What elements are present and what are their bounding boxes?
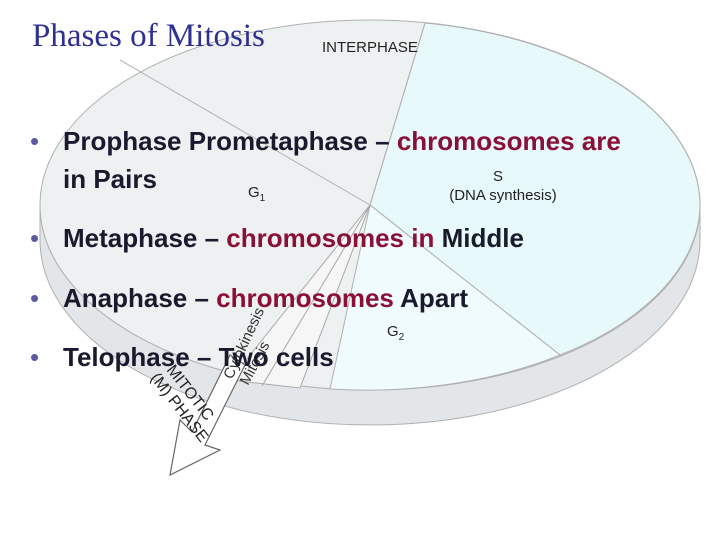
g2-sub: 2 xyxy=(399,332,405,343)
bullet-list: • Prophase Prometaphase – chromosomes ar… xyxy=(30,0,720,540)
metaphase-term: Metaphase – xyxy=(63,223,227,253)
g2-sector xyxy=(329,204,561,391)
anaphase-tail: Apart xyxy=(400,283,469,313)
g2-main: G xyxy=(387,323,399,340)
s-label: S xyxy=(493,168,503,185)
bullet-telophase: • Telophase – Two cells xyxy=(30,342,720,374)
g1-sub: 1 xyxy=(260,193,266,204)
prophase-term: Prophase Prometaphase – xyxy=(63,126,397,156)
g2-label: G2 xyxy=(387,323,405,343)
telophase-term: Telophase – xyxy=(63,342,219,372)
bullet-dot: • xyxy=(30,342,40,372)
metaphase-tail: Middle xyxy=(441,223,524,253)
interphase-label: INTERPHASE xyxy=(322,39,418,56)
prophase-desc: chromosomes are xyxy=(396,126,621,156)
bullet-dot: • xyxy=(30,223,40,253)
prophase-desc-line2: in Pairs xyxy=(63,164,157,194)
telophase-tail: Two cells xyxy=(218,342,334,372)
bullet-dot: • xyxy=(30,283,40,313)
anaphase-desc: chromosomes xyxy=(216,283,401,313)
anaphase-term: Anaphase – xyxy=(63,283,217,313)
g1-main: G xyxy=(248,184,260,201)
bullet-dot: • xyxy=(30,126,40,156)
s-detail-label: (DNA synthesis) xyxy=(449,187,557,204)
mitotic-arrow xyxy=(169,354,246,477)
bullet-prophase: • Prophase Prometaphase – chromosomes ar… xyxy=(30,126,720,196)
bullet-anaphase: • Anaphase – chromosomes Apart xyxy=(30,283,720,315)
s-phase-sector xyxy=(369,22,701,356)
page-title: Phases of Mitosis xyxy=(32,18,265,54)
g1-label: G1 xyxy=(248,184,266,204)
metaphase-desc: chromosomes in xyxy=(226,223,442,253)
mitosis-wedge xyxy=(229,204,371,389)
bullet-metaphase: • Metaphase – chromosomes in Middle xyxy=(30,223,720,255)
